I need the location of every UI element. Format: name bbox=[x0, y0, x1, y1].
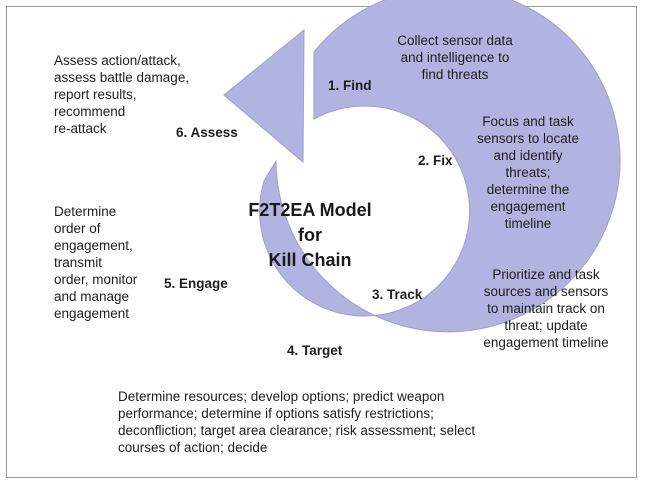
stage-label-engage: 5. Engage bbox=[164, 276, 228, 291]
stage-description-track: Prioritize and task sources and sensors … bbox=[483, 267, 609, 350]
stage-label-find: 1. Find bbox=[328, 78, 372, 93]
stage-label-target: 4. Target bbox=[287, 343, 343, 358]
stage-label-track: 3. Track bbox=[372, 287, 423, 302]
cycle-ring-band bbox=[259, 0, 621, 333]
stage-description-engage: Determine order of engagement, transmit … bbox=[54, 204, 138, 321]
stage-description-fix: Focus and task sensors to locate and ide… bbox=[476, 114, 580, 231]
cycle-arrowhead bbox=[223, 28, 305, 164]
stage-label-fix: 2. Fix bbox=[418, 153, 453, 168]
stage-description-find: Collect sensor data and intelligence to … bbox=[397, 33, 513, 82]
stage-description-assess: Assess action/attack, assess battle dama… bbox=[54, 53, 190, 136]
stage-description-target: Determine resources; develop options; pr… bbox=[118, 389, 476, 455]
stage-label-assess: 6. Assess bbox=[176, 125, 238, 140]
diagram-title: F2T2EA Model for Kill Chain bbox=[248, 200, 372, 270]
